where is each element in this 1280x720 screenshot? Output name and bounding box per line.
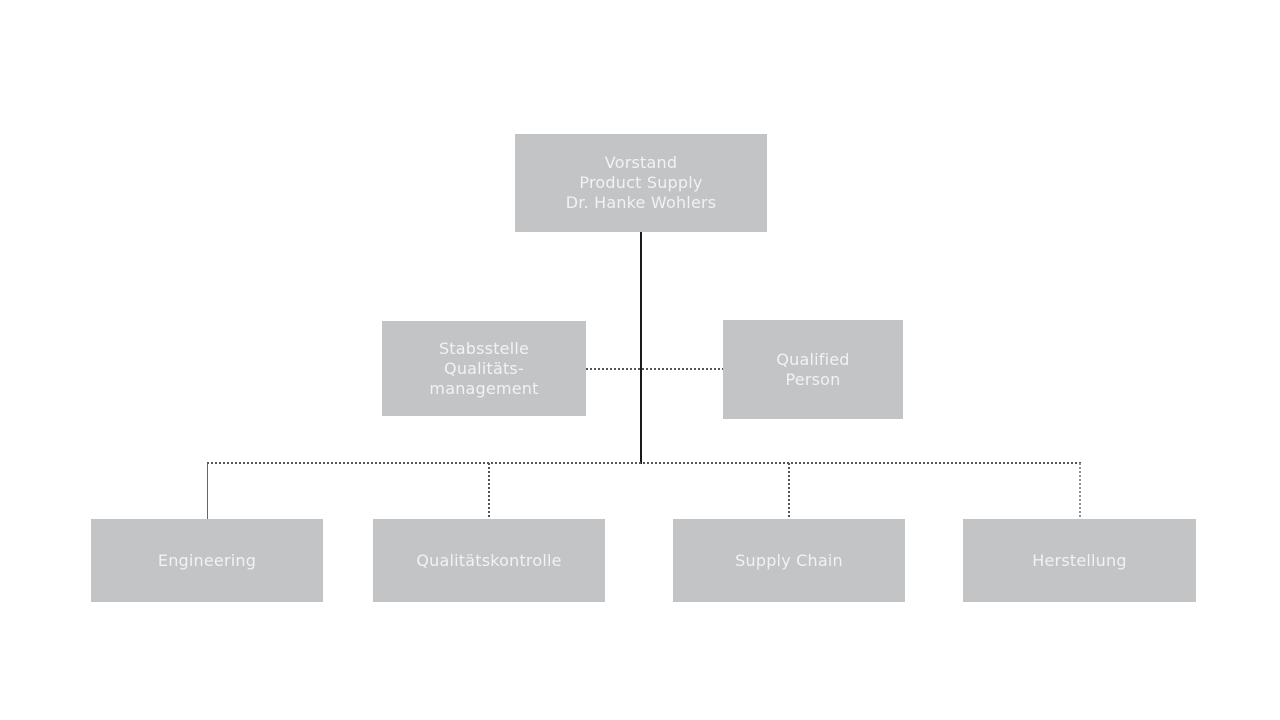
node-label-line: Person [785, 369, 841, 389]
connector-drop-herstellung [1079, 463, 1081, 519]
node-label: Supply Chain [735, 550, 843, 570]
org-node-stabsstelle-qualitaetsmanagement: Stabsstelle Qualitäts- management [382, 321, 586, 416]
org-node-supply-chain: Supply Chain [673, 519, 905, 602]
node-label: Engineering [157, 550, 257, 570]
node-label-line: Vorstand [604, 153, 678, 172]
org-node-vorstand: Vorstand Product Supply Dr. Hanke Wohler… [515, 134, 767, 232]
node-label-line: Product Supply [579, 173, 703, 192]
connector-drop-supply-chain [788, 463, 790, 519]
org-node-qualitaetskontrolle: Qualitätskontrolle [373, 519, 605, 602]
node-label-line: Stabsstelle [438, 338, 530, 358]
node-label-line: management [429, 378, 539, 398]
org-node-herstellung: Herstellung [963, 519, 1196, 602]
node-label-line: Dr. Hanke Wohlers [565, 193, 717, 212]
node-label-line: Qualitäts- [444, 358, 524, 378]
connector-bottom-rail [207, 462, 1081, 464]
node-label: Herstellung [1032, 550, 1127, 570]
connector-drop-qualitaetskontrolle [488, 463, 490, 519]
org-node-engineering: Engineering [91, 519, 323, 602]
org-node-qualified-person: Qualified Person [723, 320, 903, 419]
node-label: Qualitätskontrolle [416, 550, 562, 570]
connector-drop-engineering [207, 463, 208, 519]
connector-staff-units [586, 368, 723, 370]
connector-trunk-vorstand [640, 232, 642, 464]
node-label-line: Qualified [776, 349, 850, 369]
